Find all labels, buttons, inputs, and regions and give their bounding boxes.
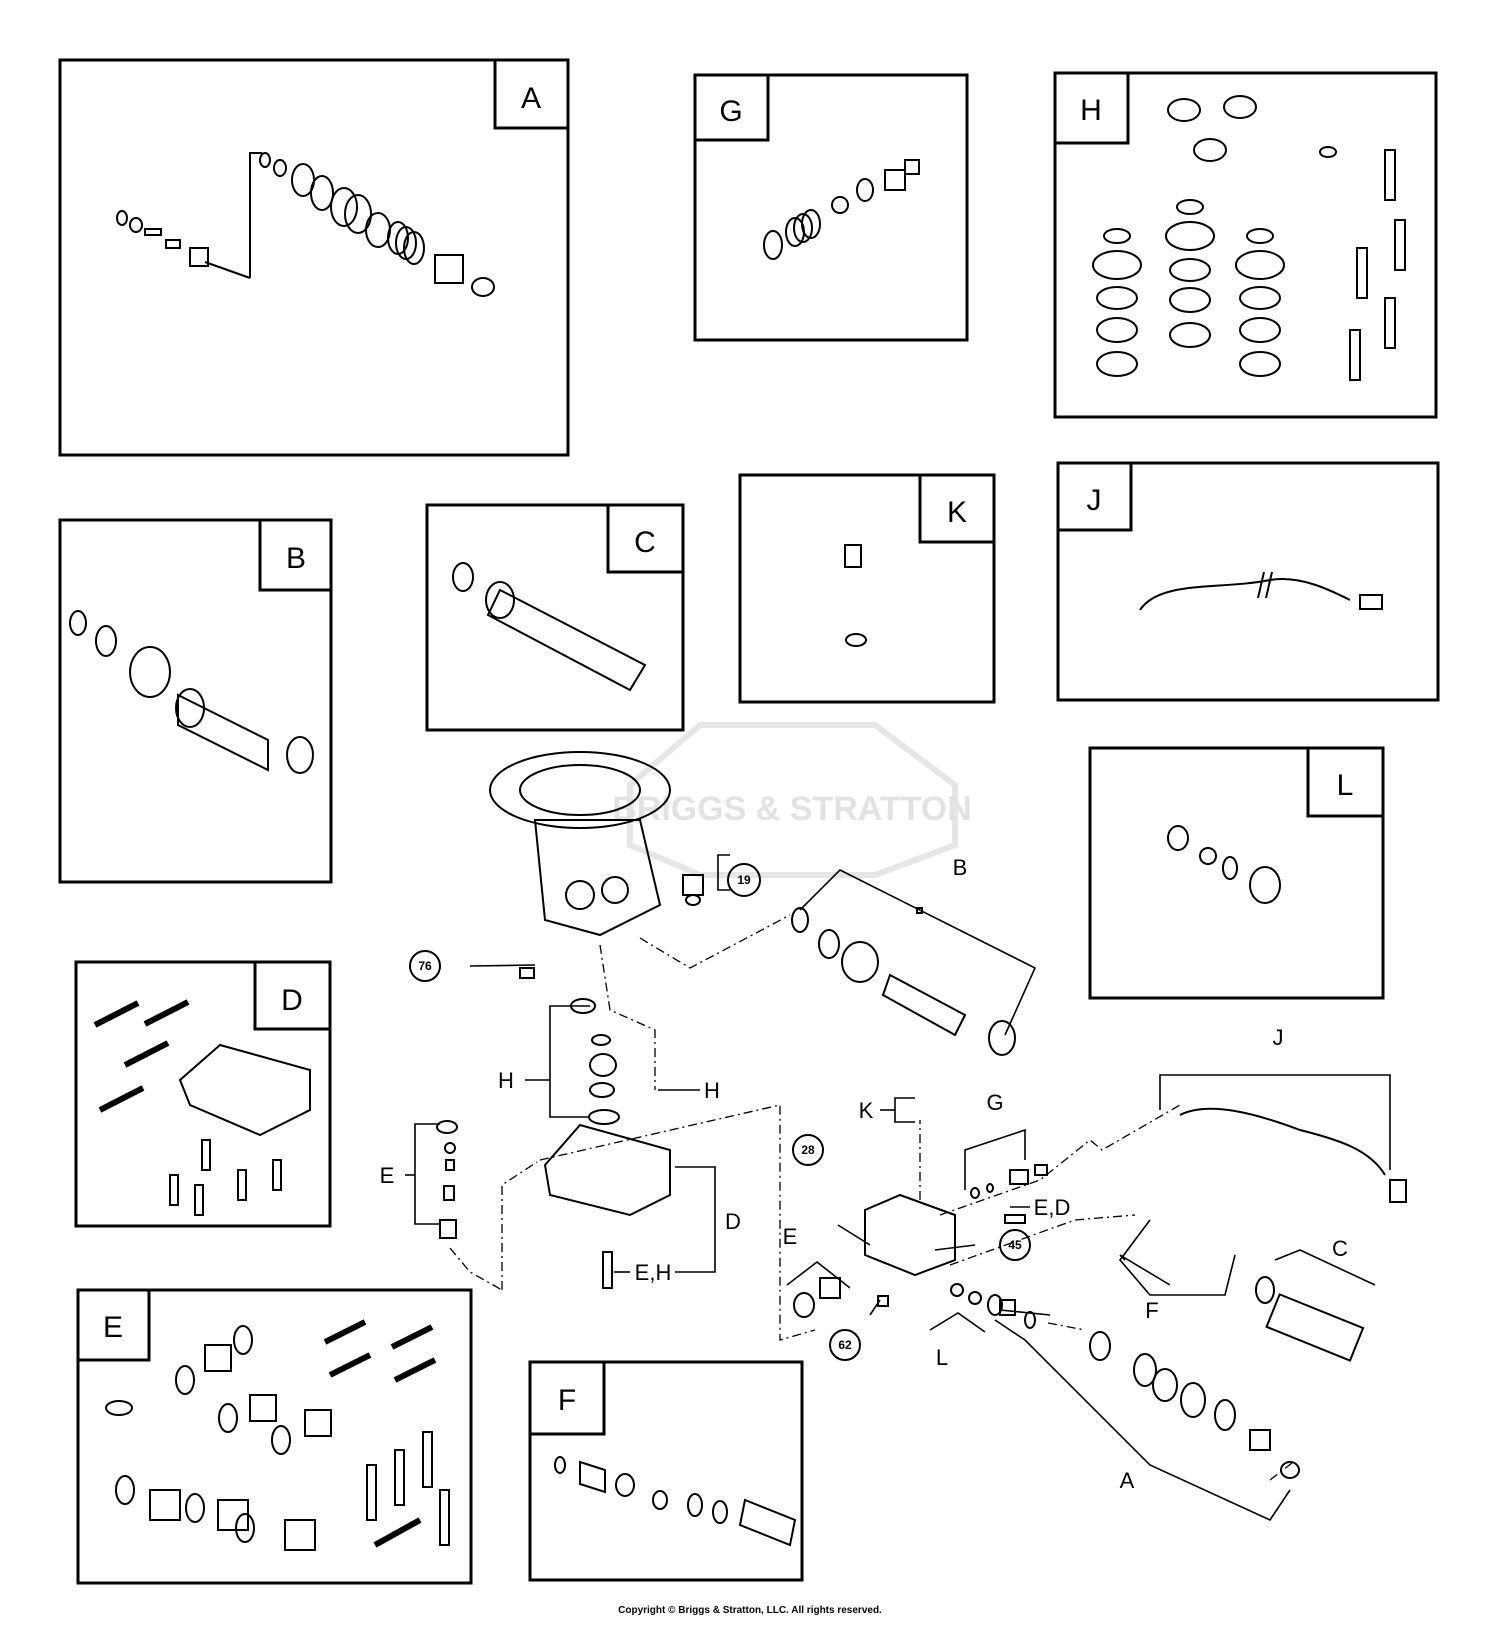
callout-j: J bbox=[1273, 1025, 1284, 1050]
inset-l: L bbox=[1088, 746, 1385, 1000]
inset-j: J bbox=[1056, 461, 1440, 702]
inset-h-letter: H bbox=[1080, 94, 1102, 127]
callout-brackets bbox=[405, 854, 1391, 1522]
callout-e-mid: E bbox=[783, 1224, 798, 1249]
part-45-circle bbox=[999, 1229, 1031, 1261]
inset-e: E bbox=[76, 1288, 473, 1585]
callout-c: C bbox=[1332, 1236, 1348, 1261]
copyright-notice: Copyright © Briggs & Stratton, LLC. All … bbox=[618, 1605, 882, 1616]
inset-f-letter: F bbox=[558, 1384, 576, 1417]
callout-k: K bbox=[859, 1098, 874, 1123]
inset-a-letter: A bbox=[521, 82, 541, 115]
inset-b: B bbox=[58, 518, 333, 884]
part-28-label: 28 bbox=[801, 1143, 815, 1157]
inset-b-letter: B bbox=[286, 542, 306, 575]
unloader-valve-body bbox=[864, 907, 1048, 1277]
callout-e-left: E bbox=[380, 1163, 395, 1188]
part-62-circle bbox=[829, 1329, 861, 1361]
inset-f: F bbox=[528, 1360, 804, 1582]
part-62-label: 62 bbox=[838, 1338, 852, 1352]
inset-c: C bbox=[425, 503, 685, 732]
inset-d: D bbox=[74, 960, 332, 1228]
inset-j-letter: J bbox=[1087, 484, 1102, 517]
inset-h: H bbox=[1053, 71, 1438, 419]
inset-g: G bbox=[693, 73, 969, 342]
callout-h-left: H bbox=[498, 1068, 514, 1093]
inset-k-letter: K bbox=[947, 496, 967, 529]
pump-crankcase bbox=[489, 751, 671, 937]
inset-d-letter: D bbox=[281, 984, 303, 1017]
callout-a: A bbox=[1120, 1468, 1135, 1493]
pump-manifold bbox=[543, 998, 671, 1289]
callout-f: F bbox=[1145, 1298, 1158, 1323]
part-45-label: 45 bbox=[1008, 1238, 1022, 1252]
part-76-circle bbox=[409, 950, 441, 982]
inset-g-letter: G bbox=[719, 95, 742, 128]
callout-g: G bbox=[986, 1090, 1003, 1115]
inset-c-letter: C bbox=[634, 526, 656, 559]
part-19-label: 19 bbox=[737, 873, 751, 887]
callout-e-d: E,D bbox=[1034, 1195, 1071, 1220]
callout-d: D bbox=[725, 1209, 741, 1234]
inset-a: A bbox=[58, 58, 570, 457]
callout-b: B bbox=[953, 855, 968, 880]
callout-h-right: H bbox=[704, 1078, 720, 1103]
inset-e-letter: E bbox=[103, 1311, 123, 1344]
watermark-text: BRIGGS & STRATTON bbox=[612, 790, 972, 828]
callout-l: L bbox=[936, 1345, 948, 1370]
part-19-circle bbox=[727, 863, 761, 897]
part-28-circle bbox=[792, 1134, 824, 1166]
callout-e-h: E,H bbox=[635, 1260, 672, 1285]
part-76-label: 76 bbox=[418, 959, 432, 973]
inset-k: K bbox=[738, 473, 996, 704]
connector-lines bbox=[449, 914, 1293, 1481]
inset-l-letter: L bbox=[1337, 769, 1354, 802]
